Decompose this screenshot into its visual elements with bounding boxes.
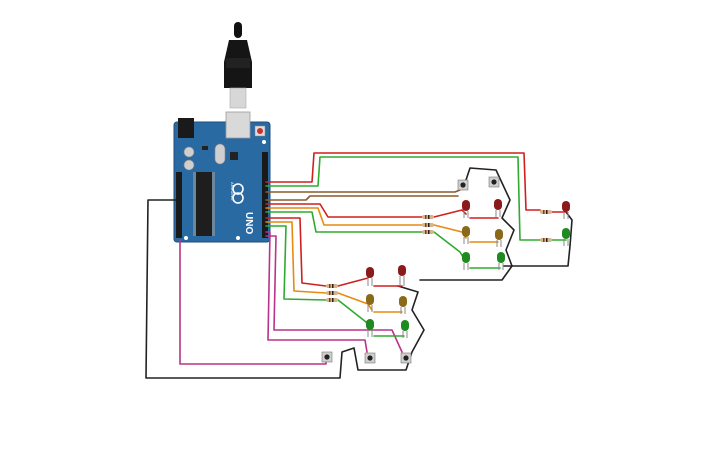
resistor[interactable] xyxy=(326,298,338,302)
push-buttons xyxy=(321,176,500,364)
led-red[interactable] xyxy=(398,265,406,286)
led-green[interactable] xyxy=(401,320,409,338)
leds xyxy=(366,199,570,338)
usb-socket xyxy=(225,111,251,139)
wire-red-1[interactable] xyxy=(265,217,327,287)
led-red[interactable] xyxy=(366,267,374,286)
resistor[interactable] xyxy=(422,230,434,234)
led-green[interactable] xyxy=(366,319,374,337)
push-button[interactable] xyxy=(400,352,412,364)
wire-magenta-3[interactable] xyxy=(179,239,327,365)
digital-header xyxy=(262,152,268,238)
board-model-label: UNO xyxy=(243,212,254,234)
wire-black-group2[interactable] xyxy=(419,167,515,281)
wire-brown-2[interactable] xyxy=(265,195,459,201)
push-button[interactable] xyxy=(364,352,376,364)
power-jack xyxy=(178,118,194,138)
resistors xyxy=(326,210,552,302)
wire-magenta-1[interactable] xyxy=(265,231,368,353)
wire-brown-button[interactable] xyxy=(265,189,461,193)
led-red[interactable] xyxy=(462,200,470,218)
led-red[interactable] xyxy=(562,201,570,219)
wires xyxy=(145,152,573,379)
wire-green-far[interactable] xyxy=(265,156,541,241)
push-button[interactable] xyxy=(457,179,469,191)
usb-cable xyxy=(224,22,252,109)
analog-header xyxy=(176,172,182,238)
board-brand-label: ARDUINO xyxy=(230,182,235,200)
wire-green-2[interactable] xyxy=(265,211,423,233)
led-green[interactable] xyxy=(462,252,470,270)
push-button[interactable] xyxy=(321,351,333,363)
led-red[interactable] xyxy=(494,199,502,217)
resistor[interactable] xyxy=(540,210,552,214)
wire-black-far[interactable] xyxy=(503,211,573,267)
led-yellow[interactable] xyxy=(399,296,407,314)
wire-magenta-2[interactable] xyxy=(265,235,403,353)
atmega-chip xyxy=(196,172,212,236)
led-green[interactable] xyxy=(497,252,505,270)
arduino-uno-board[interactable]: UNO ARDUINO xyxy=(173,111,271,243)
wire-red-far[interactable] xyxy=(265,152,541,211)
resistor[interactable] xyxy=(540,238,552,242)
resistor[interactable] xyxy=(422,215,434,219)
resistor[interactable] xyxy=(326,291,338,295)
led-yellow[interactable] xyxy=(462,226,470,244)
led-yellow[interactable] xyxy=(366,294,374,312)
led-green[interactable] xyxy=(562,228,570,246)
wire-orange-2[interactable] xyxy=(265,207,423,226)
resistor[interactable] xyxy=(422,223,434,227)
wire-black-ground[interactable] xyxy=(145,199,425,379)
wire-red-2[interactable] xyxy=(265,203,423,218)
resistor[interactable] xyxy=(326,284,338,288)
arduino-logo xyxy=(232,183,244,204)
wire-orange-1[interactable] xyxy=(265,221,327,294)
led-yellow[interactable] xyxy=(495,229,503,247)
wire-green-1[interactable] xyxy=(265,225,327,301)
push-button[interactable] xyxy=(488,176,500,188)
